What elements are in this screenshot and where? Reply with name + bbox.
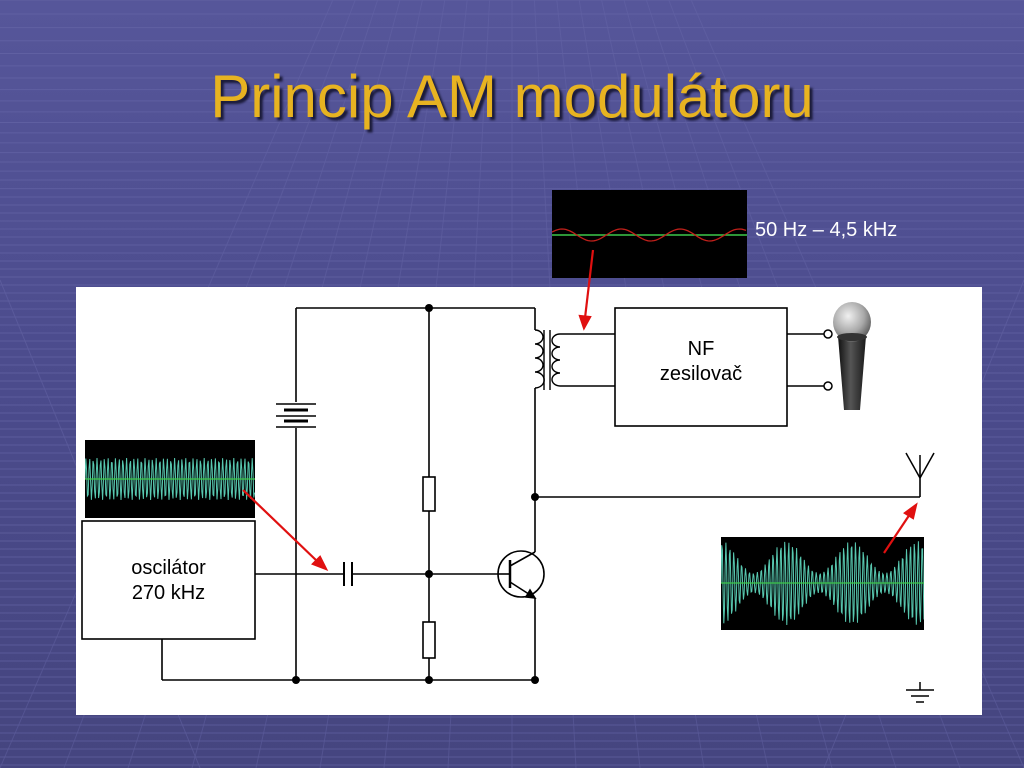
am-output-trace	[721, 541, 924, 626]
amplifier-label-line1: NF	[687, 338, 715, 360]
oscillator-label-line1: oscilátor	[131, 557, 206, 579]
modulating-signal-scope	[552, 190, 747, 278]
oscillator-label-line2: 270 kHz	[131, 582, 206, 604]
modulating-frequency-label: 50 Hz – 4,5 kHz	[755, 219, 898, 241]
amplifier-label: NF zesilovač	[615, 337, 787, 387]
oscillator-label: oscilátor 270 kHz	[82, 556, 255, 606]
modulating-signal-trace	[552, 228, 747, 242]
amplifier-label-line2: zesilovač	[659, 363, 743, 385]
carrier-signal-trace	[85, 457, 255, 501]
slide-title: Princip AM modulátoru	[210, 63, 814, 130]
carrier-signal-scope	[85, 440, 255, 518]
am-output-scope	[721, 537, 924, 630]
